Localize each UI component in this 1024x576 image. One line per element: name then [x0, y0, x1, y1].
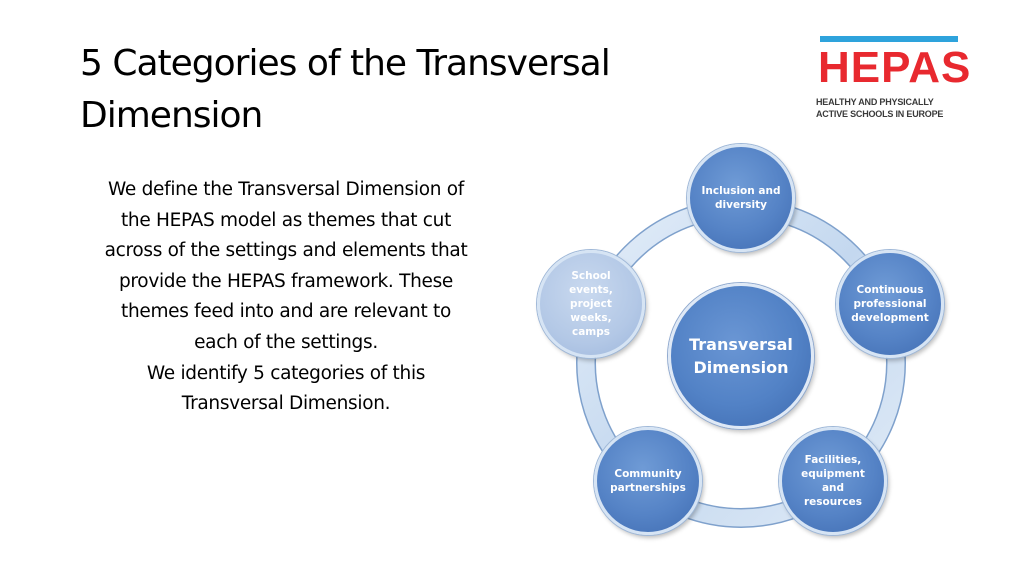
center-line-2: Dimension [693, 358, 789, 377]
logo-accent-bar [820, 36, 958, 42]
logo-tagline: HEALTHY AND PHYSICALLY ACTIVE SCHOOLS IN… [816, 96, 966, 120]
node-2-line-2: professional [853, 298, 927, 310]
node-community-partnerships: Community partnerships [594, 427, 702, 535]
hepas-logo: HEPAS HEALTHY AND PHYSICALLY ACTIVE SCHO… [814, 36, 970, 122]
node-inclusion-diversity: Inclusion and diversity [687, 144, 795, 252]
description-text: We define the Transversal Dimension of t… [100, 175, 472, 420]
node-1-line-1: Inclusion and [701, 185, 781, 197]
logo-tagline-line-2: ACTIVE SCHOOLS IN EUROPE [816, 109, 944, 119]
node-5-line-2: events, [569, 284, 613, 296]
transversal-dimension-diagram: Inclusion and diversity Continuous profe… [520, 140, 960, 540]
node-4-line-2: partnerships [610, 482, 686, 494]
node-facilities-equipment-resources: Facilities, equipment and resources [779, 427, 887, 535]
logo-tagline-line-1: HEALTHY AND PHYSICALLY [816, 97, 934, 107]
node-1-line-2: diversity [715, 199, 767, 211]
description-paragraph-2: We identify 5 categories of this Transve… [146, 362, 426, 415]
node-3-line-2: equipment [801, 468, 865, 480]
title-line-1: 5 Categories of the Transversal [80, 43, 611, 84]
description-paragraph-1: We define the Transversal Dimension of t… [104, 179, 468, 353]
node-continuous-professional-development: Continuous professional development [836, 250, 944, 358]
page-title: 5 Categories of the Transversal Dimensio… [80, 38, 720, 142]
node-3-line-1: Facilities, [804, 454, 862, 466]
node-school-events: School events, project weeks, camps [537, 250, 645, 358]
node-5-line-3: project [570, 298, 612, 310]
node-5-line-5: camps [571, 326, 610, 338]
title-line-2: Dimension [80, 95, 263, 136]
node-4-line-1: Community [614, 468, 682, 480]
center-line-1: Transversal [689, 335, 793, 354]
node-2-line-3: development [851, 312, 929, 324]
center-node-transversal-dimension: Transversal Dimension [668, 283, 814, 429]
logo-wordmark: HEPAS [818, 43, 972, 92]
node-5-line-1: School [571, 270, 611, 282]
node-3-line-4: resources [803, 496, 862, 508]
node-3-line-3: and [821, 482, 845, 494]
node-2-line-1: Continuous [856, 284, 924, 296]
node-5-line-4: weeks, [570, 312, 612, 324]
